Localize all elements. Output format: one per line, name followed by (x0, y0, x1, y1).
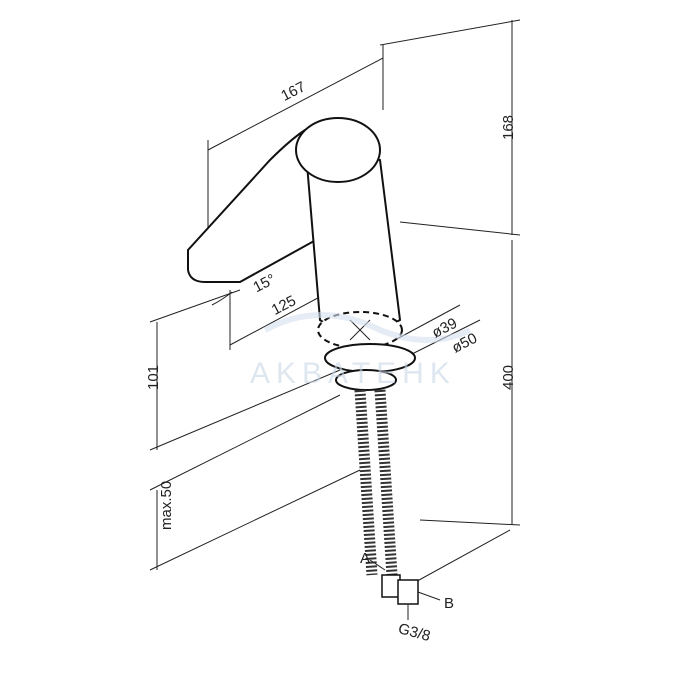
faucet-body (187, 117, 416, 391)
dim-max-thickness: max.50 (158, 481, 175, 530)
dim-spout-clearance: 101 (145, 365, 162, 390)
dim-faucet-height: 168 (500, 115, 517, 140)
label-hose-a: A (360, 550, 370, 567)
watermark: AKBATEHK (250, 312, 472, 390)
watermark-text: AKBATEHK (250, 357, 456, 390)
label-hose-b: B (444, 595, 454, 612)
hoses (354, 389, 441, 620)
dim-spout-reach: 125 (269, 292, 299, 319)
label-thread: G3/8 (396, 620, 432, 645)
dim-spout-length: 167 (278, 78, 308, 105)
dim-hose-length: 400 (500, 365, 517, 390)
